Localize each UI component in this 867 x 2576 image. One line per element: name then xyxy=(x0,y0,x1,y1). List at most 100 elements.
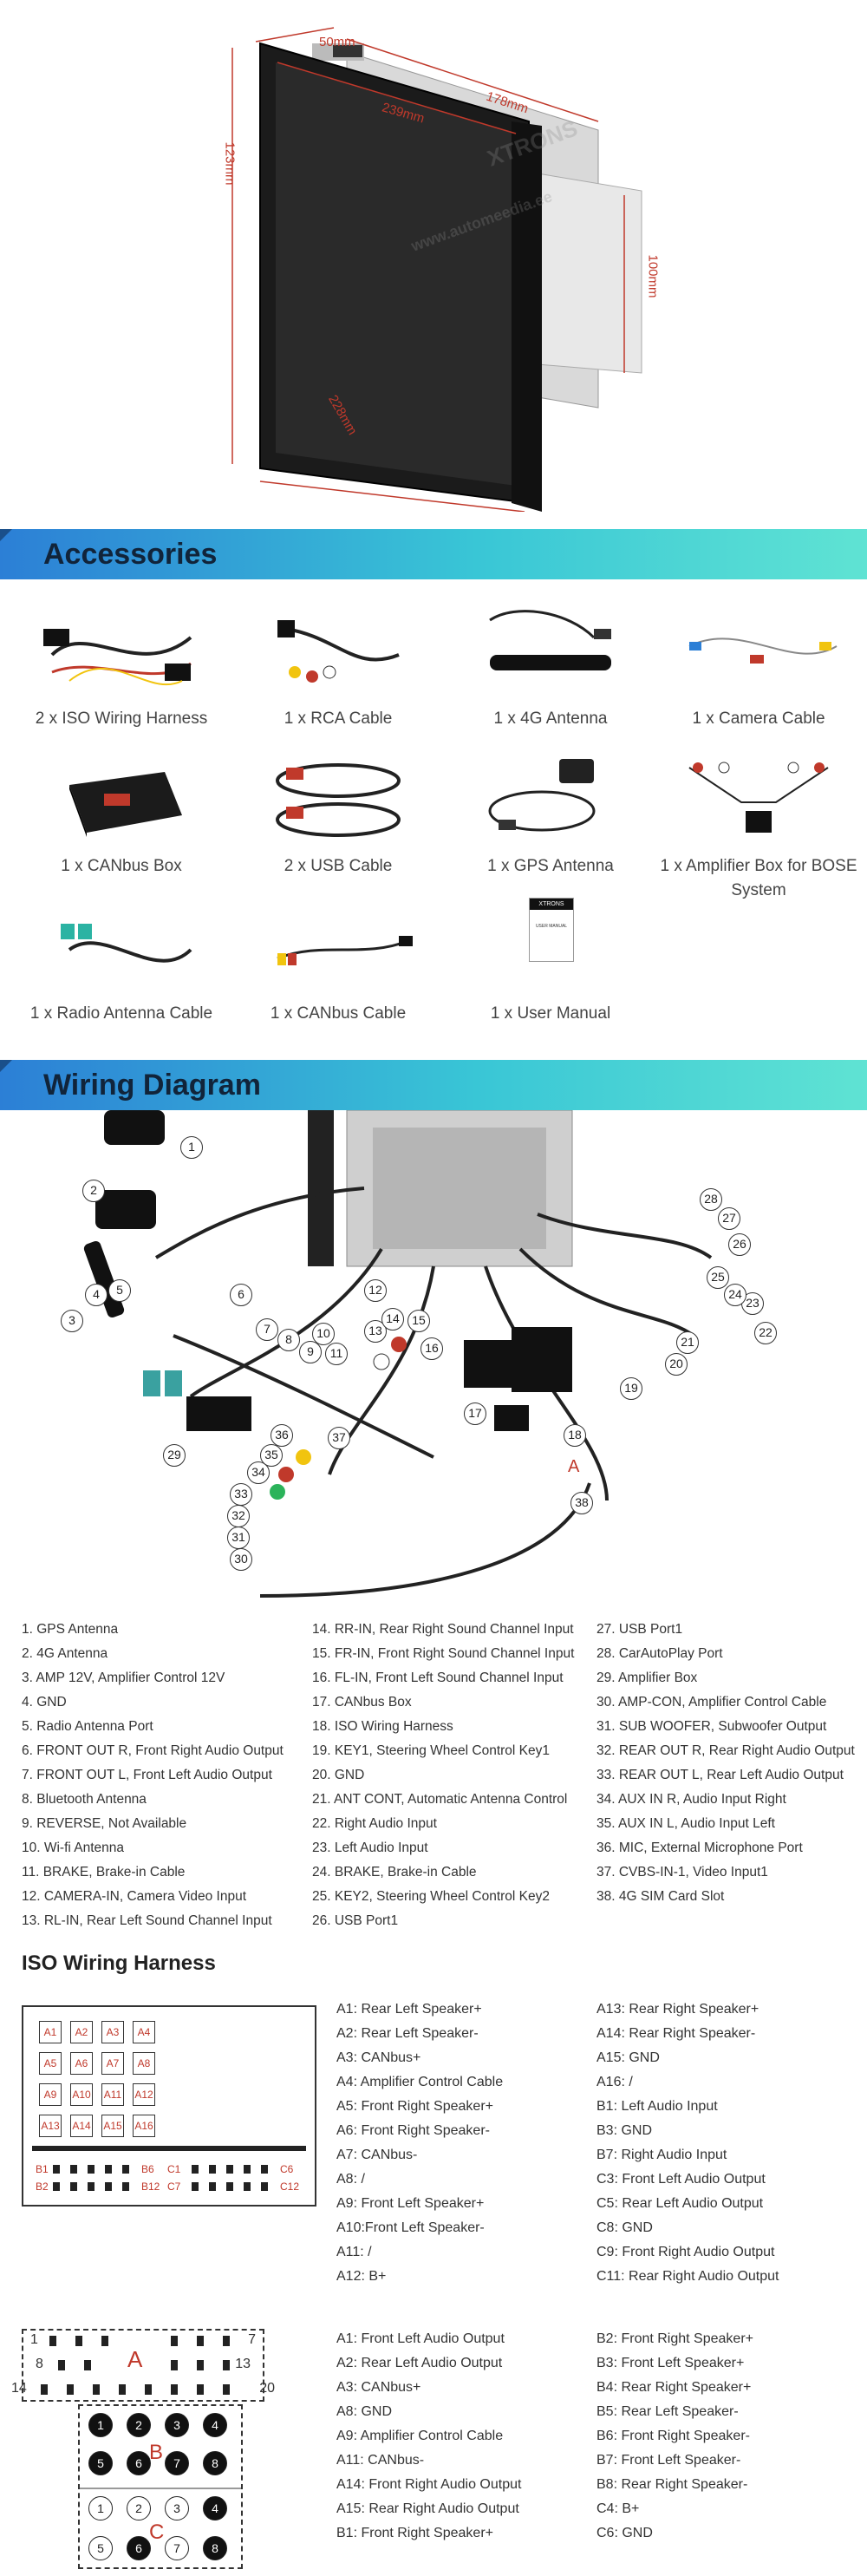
callout-7: 7 xyxy=(256,1318,278,1341)
pin-c6: C6 xyxy=(280,2163,294,2175)
accessory-label: 2 x USB Cable xyxy=(284,857,393,875)
callout-4: 4 xyxy=(85,1284,108,1306)
connector-a-diagram: 1 7 8 13 14 20 A xyxy=(11,2329,275,2402)
pin-description: A3: CANbus+ xyxy=(336,2380,421,2395)
pin-description: B8: Rear Right Speaker- xyxy=(596,2477,748,2492)
rca-cable-icon xyxy=(251,603,425,698)
callout-5: 5 xyxy=(108,1279,131,1302)
connector-bc-diagram: B C 1 2 3 4 5 6 7 8 1 2 3 4 5 6 7 8 xyxy=(78,2404,243,2569)
pin-description: A10:Front Left Speaker- xyxy=(336,2220,485,2235)
legend-item: 29. Amplifier Box xyxy=(596,1670,698,1685)
pin-description: C5: Rear Left Audio Output xyxy=(596,2196,764,2211)
accessory-iso-harness: 2 x ISO Wiring Harness xyxy=(17,603,225,731)
pin-description: B3: GND xyxy=(596,2123,653,2138)
legend-item: 31. SUB WOOFER, Subwoofer Output xyxy=(596,1719,827,1734)
pin-description: B5: Rear Left Speaker- xyxy=(596,2404,739,2419)
pin-description: A16: / xyxy=(596,2075,633,2089)
legend-item: 18. ISO Wiring Harness xyxy=(312,1719,453,1734)
c-pin-3: 3 xyxy=(165,2496,189,2520)
pin-description: B1: Front Right Speaker+ xyxy=(336,2526,493,2540)
b-pin-5: 5 xyxy=(88,2451,113,2475)
pin-description: B3: Front Left Speaker+ xyxy=(596,2356,745,2370)
b-pin-4: 4 xyxy=(203,2413,227,2437)
legend-item: 38. 4G SIM Card Slot xyxy=(596,1889,725,1904)
b-pin-6: 6 xyxy=(127,2451,151,2475)
pin-a1: A1 xyxy=(39,2021,62,2043)
legend-item: 10. Wi-fi Antenna xyxy=(22,1840,125,1855)
pin-description: A5: Front Right Speaker+ xyxy=(336,2099,493,2114)
callout-30: 30 xyxy=(230,1548,252,1571)
iso-harness-icon xyxy=(35,603,208,698)
callout-8: 8 xyxy=(277,1329,300,1351)
callout-36: 36 xyxy=(271,1424,293,1447)
legend-item: 2. 4G Antenna xyxy=(22,1646,108,1661)
manual-brand: XTRONS xyxy=(530,899,573,910)
callout-3: 3 xyxy=(61,1310,83,1332)
callout-10: 10 xyxy=(312,1323,335,1345)
accessory-label: 1 x RCA Cable xyxy=(284,709,393,728)
legend-item: 20. GND xyxy=(312,1768,365,1782)
accessory-label: 1 x GPS Antenna xyxy=(487,857,614,875)
accessory-canbus-box: 1 x CANbus Box xyxy=(17,750,225,879)
pin-description: A7: CANbus- xyxy=(336,2148,418,2162)
pin-description: A13: Rear Right Speaker+ xyxy=(596,2002,759,2017)
radio-antenna-icon xyxy=(35,898,208,993)
accessory-4g-antenna: 1 x 4G Antenna xyxy=(447,603,655,731)
head-unit-illustration xyxy=(231,27,642,513)
accessory-label: 1 x Amplifier Box for BOSE System xyxy=(660,857,857,899)
bc-divider xyxy=(80,2488,241,2489)
c-pin-1: 1 xyxy=(88,2496,113,2520)
pin-a15: A15 xyxy=(101,2115,124,2137)
legend-item: 25. KEY2, Steering Wheel Control Key2 xyxy=(312,1889,550,1904)
accessories-title: Accessories xyxy=(43,538,218,571)
callout-1: 1 xyxy=(180,1136,203,1159)
legend-item: 1. GPS Antenna xyxy=(22,1622,119,1637)
pin-a11: A11 xyxy=(101,2083,124,2106)
callout-11: 11 xyxy=(325,1343,348,1365)
camera-cable-icon xyxy=(672,603,845,698)
pin-b1: B1 xyxy=(36,2163,49,2175)
accessory-label: 1 x Radio Antenna Cable xyxy=(29,1004,213,1023)
legend-item: 6. FRONT OUT R, Front Right Audio Output xyxy=(22,1743,284,1758)
b-pin-8: 8 xyxy=(203,2451,227,2475)
pin-a8: A8 xyxy=(133,2052,155,2075)
callout-27: 27 xyxy=(718,1207,740,1230)
dimension-width-top: 50mm xyxy=(319,35,355,49)
wiring-legend-col1: 1. GPS Antenna 2. 4G Antenna 3. AMP 12V,… xyxy=(22,1618,284,1933)
canbus-box-icon xyxy=(35,750,208,846)
pin-description: A1: Front Left Audio Output xyxy=(336,2331,505,2346)
pin-description: A8: GND xyxy=(336,2404,393,2419)
pin-description: A9: Amplifier Control Cable xyxy=(336,2429,504,2443)
legend-item: 27. USB Port1 xyxy=(596,1622,683,1637)
callout-29: 29 xyxy=(163,1444,186,1467)
pin-description: A15: Rear Right Audio Output xyxy=(336,2501,519,2516)
legend-item: 4. GND xyxy=(22,1695,67,1710)
pin-a10: A10 xyxy=(70,2083,93,2106)
accessory-label: 1 x CANbus Cable xyxy=(270,1004,407,1023)
iso-pin-list-col1: A1: Rear Left Speaker+ A2: Rear Left Spe… xyxy=(336,1997,503,2289)
bc-pin-row: B1 B2 B6 B12 C1 C6 C7 C12 xyxy=(36,2161,310,2196)
pin-description: A2: Rear Left Speaker- xyxy=(336,2026,479,2041)
b-pin-3: 3 xyxy=(165,2413,189,2437)
pin-a6: A6 xyxy=(70,2052,93,2075)
bc-pin-slots xyxy=(53,2165,268,2191)
callout-21: 21 xyxy=(676,1331,699,1354)
user-manual-icon: XTRONS USER MANUAL xyxy=(464,898,637,993)
wiring-title: Wiring Diagram xyxy=(43,1069,261,1102)
edge-number-20: 20 xyxy=(259,2381,275,2396)
pin-description: A14: Rear Right Speaker- xyxy=(596,2026,756,2041)
legend-item: 13. RL-IN, Rear Left Sound Channel Input xyxy=(22,1913,272,1928)
pin-description: C11: Rear Right Audio Output xyxy=(596,2269,779,2284)
pin-description: C6: GND xyxy=(596,2526,653,2540)
callout-24: 24 xyxy=(724,1284,746,1306)
pin-a14: A14 xyxy=(70,2115,93,2137)
accessory-label: 1 x User Manual xyxy=(490,1004,611,1023)
pin-c7: C7 xyxy=(167,2180,181,2193)
callout-9: 9 xyxy=(299,1341,322,1363)
legend-item: 9. REVERSE, Not Available xyxy=(22,1816,187,1831)
accessory-canbus-cable: 1 x CANbus Cable xyxy=(234,898,442,1026)
accessory-gps-antenna: 1 x GPS Antenna xyxy=(447,750,655,879)
legend-item: 33. REAR OUT L, Rear Left Audio Output xyxy=(596,1768,844,1782)
pin-a12: A12 xyxy=(133,2083,155,2106)
accessory-rca-cable: 1 x RCA Cable xyxy=(234,603,442,731)
